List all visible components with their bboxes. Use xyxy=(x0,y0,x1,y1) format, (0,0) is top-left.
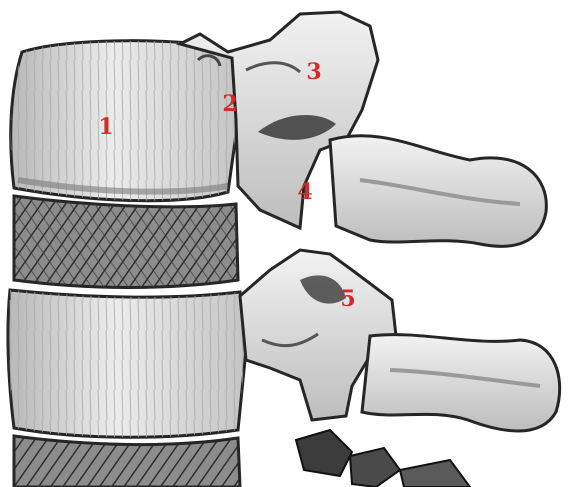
label-5: 5 xyxy=(336,288,360,310)
label-1: 1 xyxy=(94,116,118,138)
label-4: 4 xyxy=(293,181,317,203)
upper-transverse-process xyxy=(330,136,546,247)
upper-vertebral-body xyxy=(11,41,238,201)
lower-vertebral-body xyxy=(8,290,246,437)
lower-intervertebral-disc xyxy=(14,436,240,487)
lower-dark-fragments xyxy=(296,430,470,487)
label-3: 3 xyxy=(302,61,326,83)
upper-intervertebral-disc xyxy=(14,196,238,288)
label-2: 2 xyxy=(218,93,242,115)
lower-transverse-process xyxy=(362,335,560,431)
